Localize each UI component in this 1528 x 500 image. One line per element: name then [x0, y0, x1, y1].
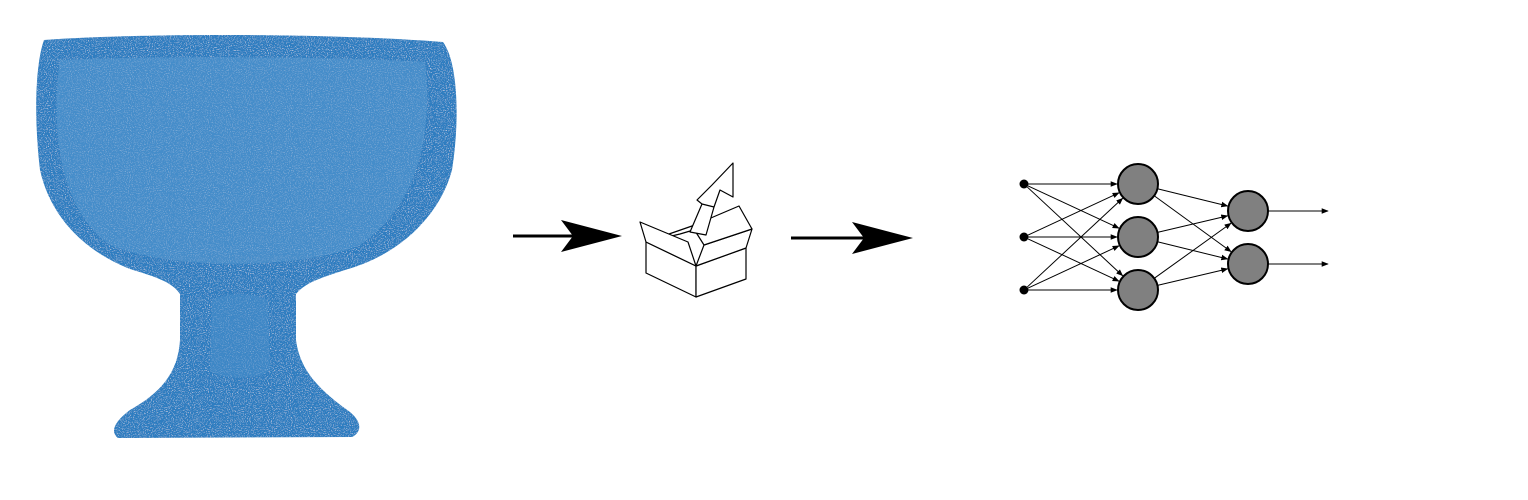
network-neuron: [1117, 163, 1159, 205]
network-input-node: [1019, 179, 1029, 189]
network-edge: [1027, 238, 1120, 282]
network-neuron: [1117, 216, 1159, 258]
neural-network-icon: [1019, 163, 1329, 311]
network-edge: [1026, 186, 1124, 277]
connector-arrow-1: [513, 220, 622, 252]
network-input-node: [1019, 285, 1029, 295]
network-edge: [1153, 222, 1232, 279]
network-edge: [1026, 197, 1124, 288]
network-neuron: [1117, 269, 1159, 311]
goblet-shading: [56, 57, 428, 378]
network-edge: [1027, 185, 1120, 229]
network-neuron: [1227, 243, 1269, 285]
network-edge: [1157, 267, 1229, 286]
network-neuron: [1227, 190, 1269, 232]
network-edge: [1027, 192, 1120, 236]
network-edge: [1157, 214, 1229, 233]
network-input-node: [1019, 232, 1029, 242]
network-edge: [1157, 188, 1229, 208]
open-box-arrow-icon: [639, 162, 753, 298]
network-edge: [1027, 245, 1120, 289]
connector-arrow-2: [791, 222, 913, 254]
